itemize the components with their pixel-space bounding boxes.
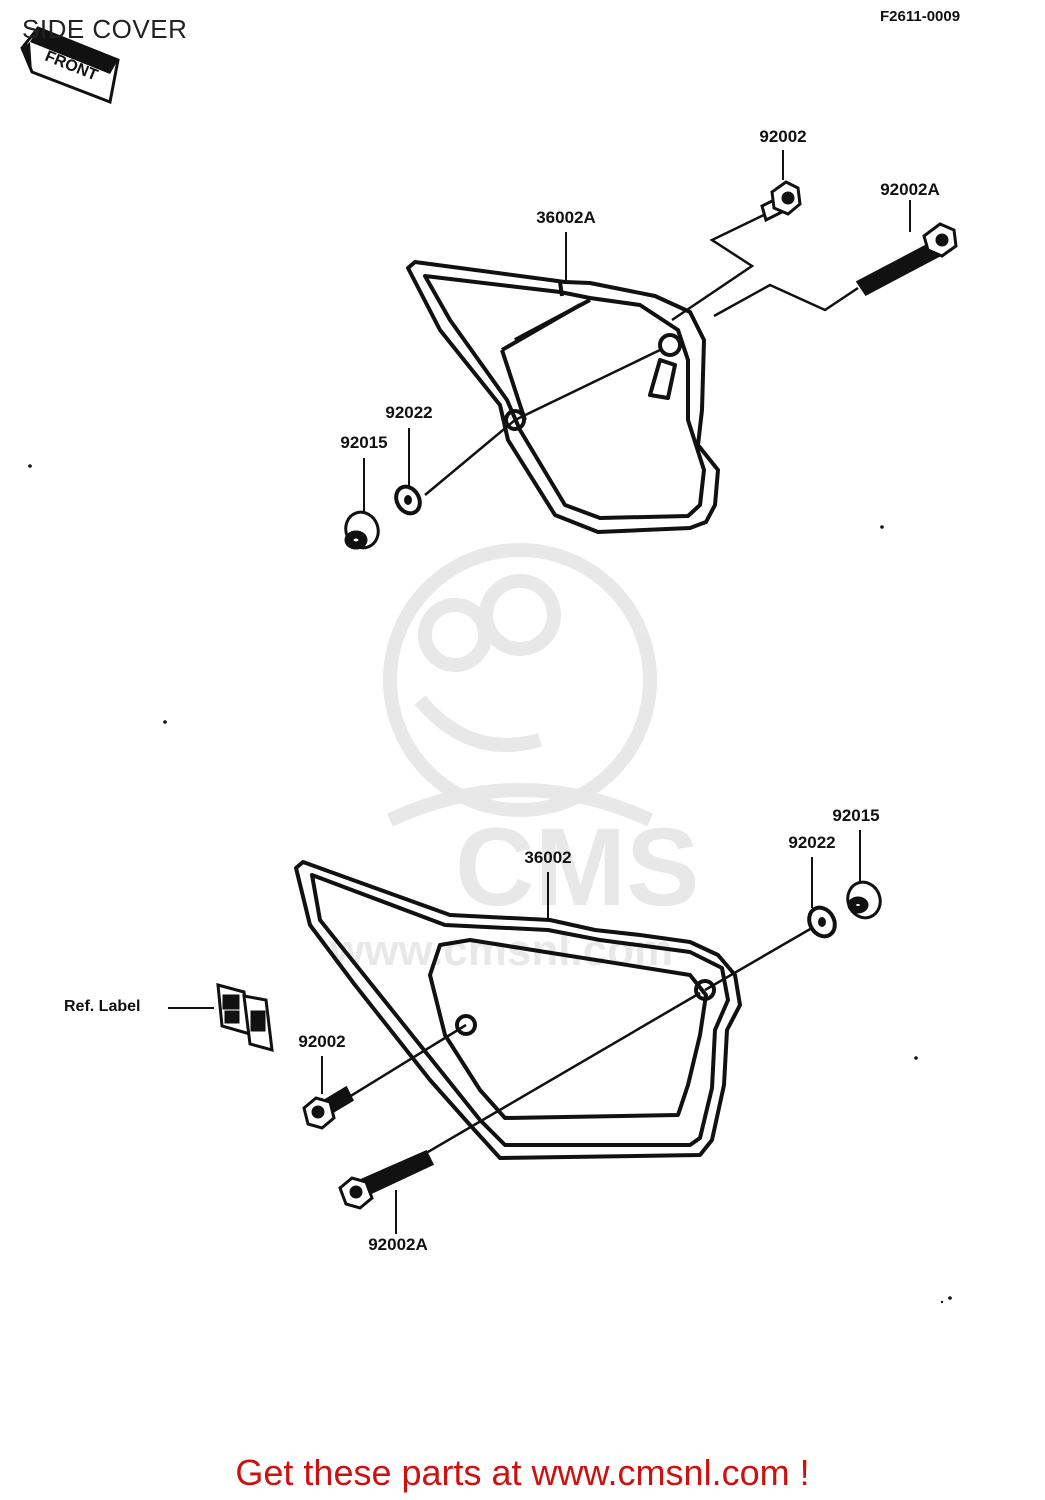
label-upper-washer: 92022	[385, 403, 433, 422]
label-lower-grommet: 92015	[832, 806, 880, 825]
label-upper-bolt: 92002	[759, 127, 807, 146]
upper-bolt-92002-icon	[760, 180, 802, 223]
upper-long-bolt-92002A-icon	[855, 222, 958, 296]
upper-washer-92022-icon	[394, 484, 422, 516]
diagram-code: F2611-0009	[880, 8, 961, 25]
watermark-brand: CMS	[455, 806, 699, 929]
label-upper-cover: 36002A	[536, 208, 596, 227]
upper-grommet-92015-icon	[344, 510, 380, 550]
label-upper-grommet: 92015	[340, 433, 388, 452]
page-title: SIDE COVER	[22, 14, 188, 44]
label-lower-bolt: 92002	[298, 1032, 346, 1051]
lower-washer-92022-icon	[807, 905, 837, 939]
label-lower-long-bolt: 92002A	[368, 1235, 428, 1254]
label-upper-long-bolt: 92002A	[880, 180, 940, 199]
promo-link[interactable]: Get these parts at www.cmsnl.com !	[235, 1452, 810, 1493]
lower-bolt-92002-icon	[302, 1085, 354, 1130]
cms-watermark	[383, 543, 657, 827]
lower-grommet-92015-icon	[846, 880, 882, 920]
front-arrow-icon: FRONT	[20, 26, 120, 105]
label-ref-label: Ref. Label	[64, 998, 141, 1015]
lower-side-cover-36002	[294, 860, 742, 1160]
upper-side-cover-36002A	[406, 260, 720, 534]
lower-long-bolt-92002A-icon	[338, 1150, 435, 1210]
label-lower-cover: 36002	[524, 848, 572, 867]
ref-label-decal-icon	[216, 982, 274, 1053]
label-lower-washer: 92022	[788, 833, 836, 852]
